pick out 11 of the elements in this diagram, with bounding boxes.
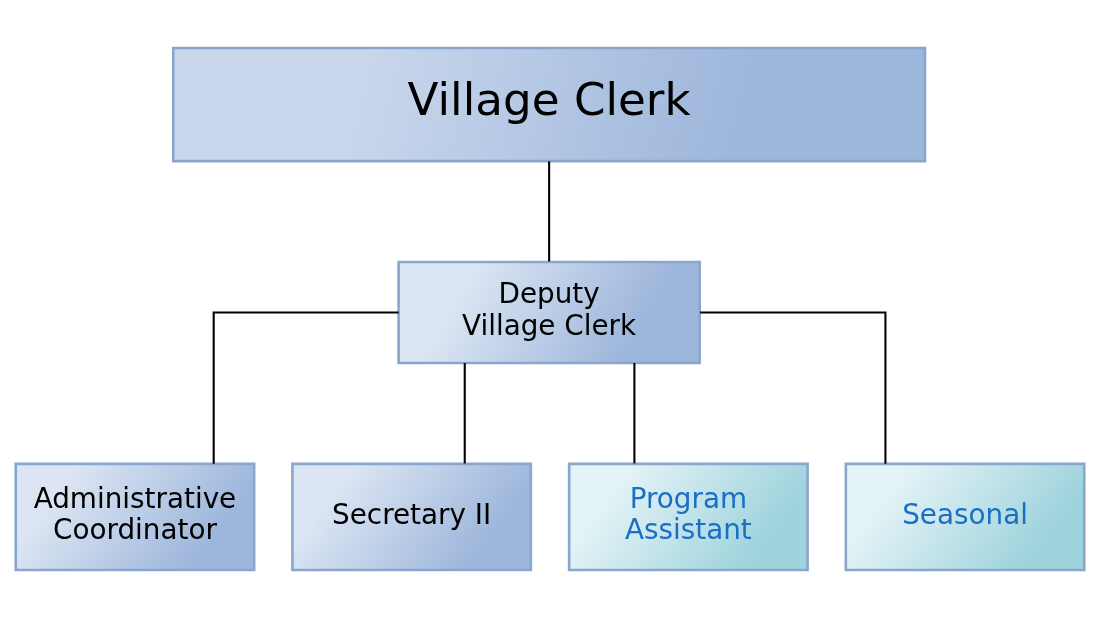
node-box: Administrative Coordinator: [14, 462, 256, 572]
connector: [212, 311, 399, 464]
node-box: Deputy Village Clerk: [397, 260, 701, 365]
node-box: Program Assistant: [567, 462, 809, 572]
connector: [700, 311, 887, 464]
connector: [463, 363, 466, 464]
node-box: Village Clerk: [171, 46, 927, 163]
connector: [633, 363, 636, 464]
node-box: Secretary II: [291, 462, 533, 572]
connector: [548, 161, 551, 262]
node-box: Seasonal: [844, 462, 1086, 572]
